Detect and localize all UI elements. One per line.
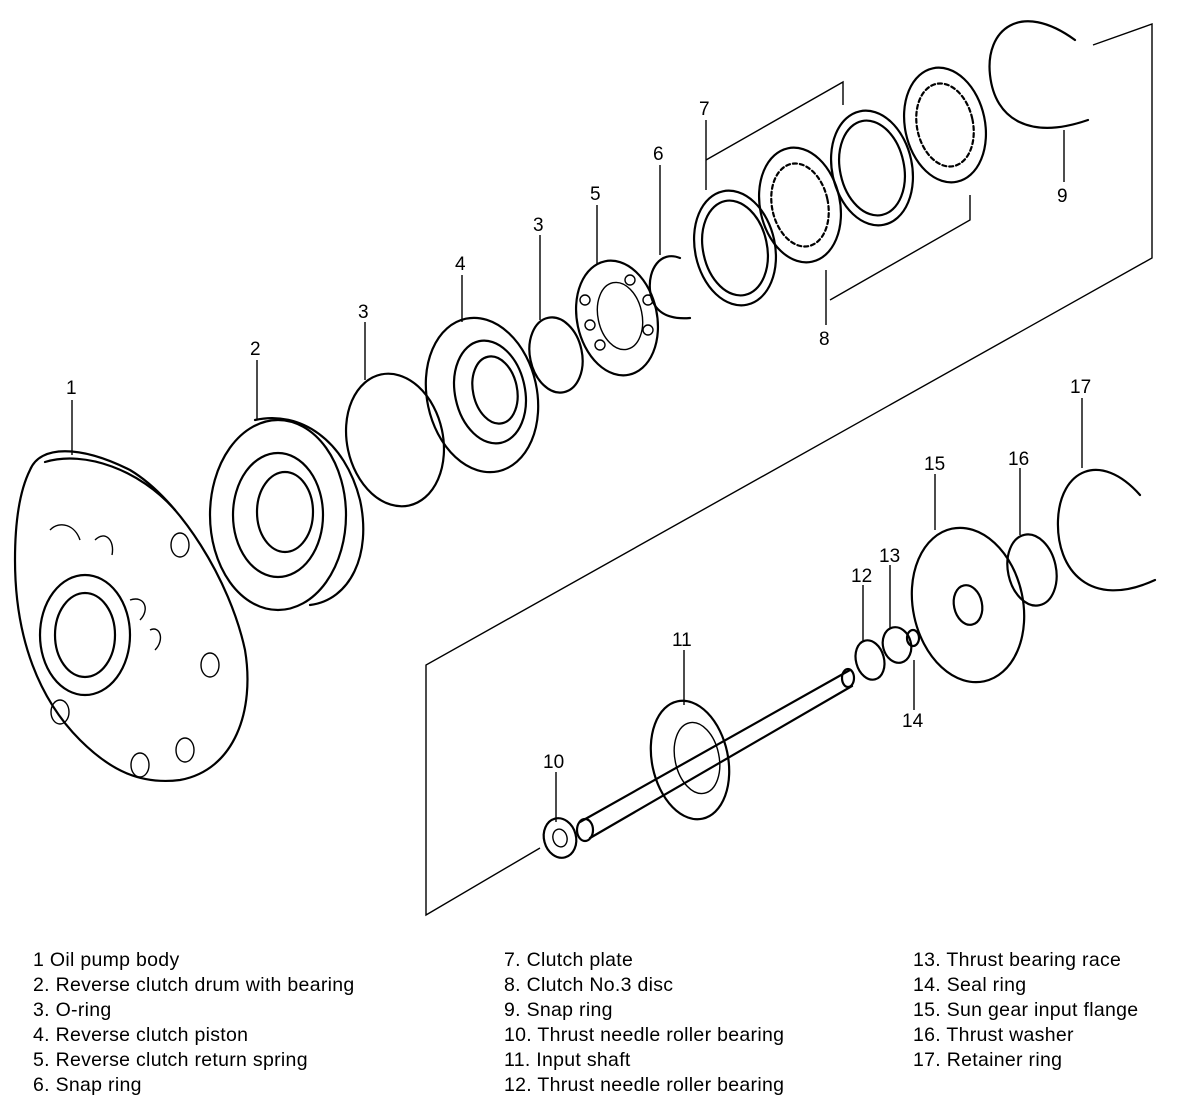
callout-5: 5 (590, 184, 601, 205)
legend-item-8: 8. Clutch No.3 disc (504, 974, 674, 996)
callout-10: 10 (543, 752, 564, 773)
o-ring-small (528, 316, 584, 394)
retainer-ring (1056, 468, 1157, 592)
callout-9: 9 (1057, 186, 1068, 207)
snap-ring-6 (648, 255, 692, 320)
snap-ring-9 (988, 20, 1090, 129)
leader-lines (71, 120, 1083, 822)
exploded-parts-diagram: 1 2 3 4 3 5 6 7 8 9 10 11 12 13 14 15 16… (13, 20, 1157, 917)
callout-numbers: 1 2 3 4 3 5 6 7 8 9 10 11 12 13 14 15 16… (66, 99, 1091, 773)
legend-item-12: 12. Thrust needle roller bearing (504, 1074, 785, 1096)
legend-item-7: 7. Clutch plate (504, 949, 634, 971)
legend-item-14: 14. Seal ring (913, 974, 1027, 996)
clutch-discs (757, 66, 988, 264)
callout-6: 6 (653, 144, 664, 165)
legend-item-2: 2. Reverse clutch drum with bearing (33, 974, 355, 996)
thrust-needle-roller-bearing-10 (542, 817, 578, 859)
legend-item-5: 5. Reverse clutch return spring (33, 1049, 308, 1071)
reverse-clutch-drum (208, 417, 365, 612)
legend-column-3: 13. Thrust bearing race 14. Seal ring 15… (913, 948, 1138, 1073)
callout-17: 17 (1070, 377, 1091, 398)
callout-3a: 3 (358, 302, 369, 323)
legend-item-4: 4. Reverse clutch piston (33, 1024, 249, 1046)
oil-pump-body (13, 450, 249, 782)
reverse-clutch-piston (424, 316, 540, 474)
o-ring-large (344, 372, 446, 508)
clutch-plates (692, 109, 915, 307)
group-boundary-lines (425, 23, 1153, 917)
callout-4: 4 (455, 254, 466, 275)
callout-16: 16 (1008, 449, 1029, 470)
callout-12: 12 (851, 566, 872, 587)
legend-item-17: 17. Retainer ring (913, 1049, 1063, 1071)
callout-1: 1 (66, 378, 77, 399)
thrust-needle-roller-bearing-12 (854, 639, 886, 681)
callout-15: 15 (924, 454, 945, 475)
legend-item-15: 15. Sun gear input flange (913, 999, 1139, 1021)
callout-11: 11 (672, 630, 692, 651)
legend-item-9: 9. Snap ring (504, 999, 613, 1021)
callout-13: 13 (879, 546, 900, 567)
legend-item-10: 10. Thrust needle roller bearing (504, 1024, 785, 1046)
callout-2: 2 (250, 339, 261, 360)
legend-item-1: 1 Oil pump body (33, 949, 180, 971)
thrust-bearing-race (881, 626, 913, 664)
seal-ring (905, 628, 921, 648)
callout-7: 7 (699, 99, 710, 120)
legend-item-16: 16. Thrust washer (913, 1024, 1074, 1046)
callout-14: 14 (902, 711, 924, 732)
legend-column-2: 7. Clutch plate 8. Clutch No.3 disc 9. S… (504, 948, 784, 1098)
thrust-washer (1006, 533, 1058, 607)
legend-column-1: 1 Oil pump body 2. Reverse clutch drum w… (33, 948, 355, 1098)
legend-item-11: 11. Input shaft (504, 1049, 631, 1071)
callout-8: 8 (819, 329, 830, 350)
sun-gear-input-flange (910, 526, 1026, 684)
legend-item-6: 6. Snap ring (33, 1074, 142, 1096)
input-shaft (575, 667, 856, 843)
legend-item-13: 13. Thrust bearing race (913, 949, 1122, 971)
callout-3b: 3 (533, 215, 544, 236)
legend-item-3: 3. O-ring (33, 999, 112, 1021)
